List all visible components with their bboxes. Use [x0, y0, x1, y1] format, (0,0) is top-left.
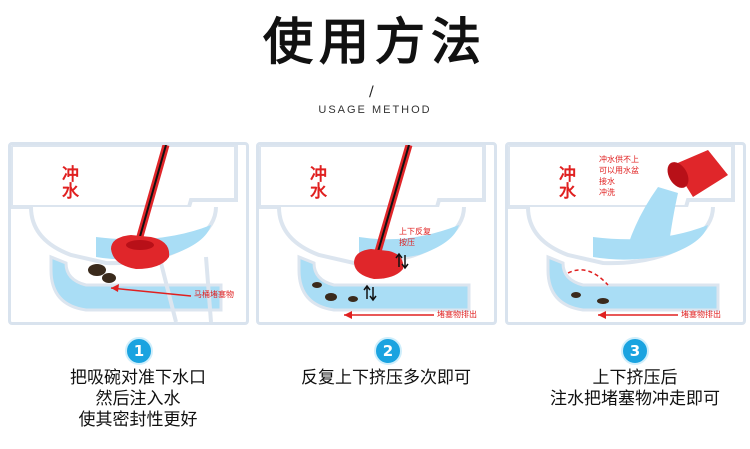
flush-label: 冲水: [306, 165, 326, 199]
step-2-illustration: 冲水 上下反复 按压 堵塞物排出: [256, 142, 497, 325]
press-callout-line1: 上下反复: [399, 227, 431, 236]
step-3-caption: 上下挤压后 注水把堵塞物冲走即可: [510, 368, 750, 410]
step-1-badge: 1: [125, 337, 153, 365]
step-2-badge: 2: [374, 337, 402, 365]
basin-callout-line3: 接水: [599, 177, 615, 186]
clog-expelled-callout: 堵塞物排出: [681, 310, 721, 319]
step-2-caption: 反复上下挤压多次即可: [261, 368, 511, 389]
caption-line: 反复上下挤压多次即可: [301, 368, 471, 388]
toilet-plunger-diagram-3: [508, 145, 735, 319]
step-3-badge: 3: [621, 337, 649, 365]
basin-callout-line1: 冲水供不上: [599, 155, 639, 164]
basin-callout-line4: 冲洗: [599, 188, 615, 197]
title-divider: /: [369, 84, 374, 100]
caption-line: 上下挤压后: [592, 368, 678, 388]
step-3-illustration: 冲水 冲水供不上 可以用水盆 接水 冲洗 堵塞物排出: [505, 142, 746, 325]
caption-line: 然后注入水: [95, 389, 181, 409]
basin-callout-line2: 可以用水盆: [599, 166, 639, 175]
clog-expelled-callout: 堵塞物排出: [437, 310, 477, 319]
clog-callout: 马桶堵塞物: [194, 290, 234, 299]
toilet-plunger-diagram-2: [259, 145, 486, 319]
caption-line: 使其密封性更好: [78, 410, 198, 430]
caption-line: 注水把堵塞物冲走即可: [550, 389, 720, 409]
page-subtitle: USAGE METHOD: [318, 104, 432, 116]
caption-line: 把吸碗对准下水口: [70, 368, 206, 388]
flush-label: 冲水: [555, 165, 575, 199]
press-callout-line2: 按压: [399, 238, 415, 247]
toilet-plunger-diagram-1: [11, 145, 238, 322]
page-title: 使用方法: [263, 13, 487, 71]
step-1-caption: 把吸碗对准下水口 然后注入水 使其密封性更好: [13, 368, 263, 431]
flush-label: 冲水: [58, 165, 78, 199]
step-1-illustration: 冲水 马桶堵塞物: [8, 142, 249, 325]
